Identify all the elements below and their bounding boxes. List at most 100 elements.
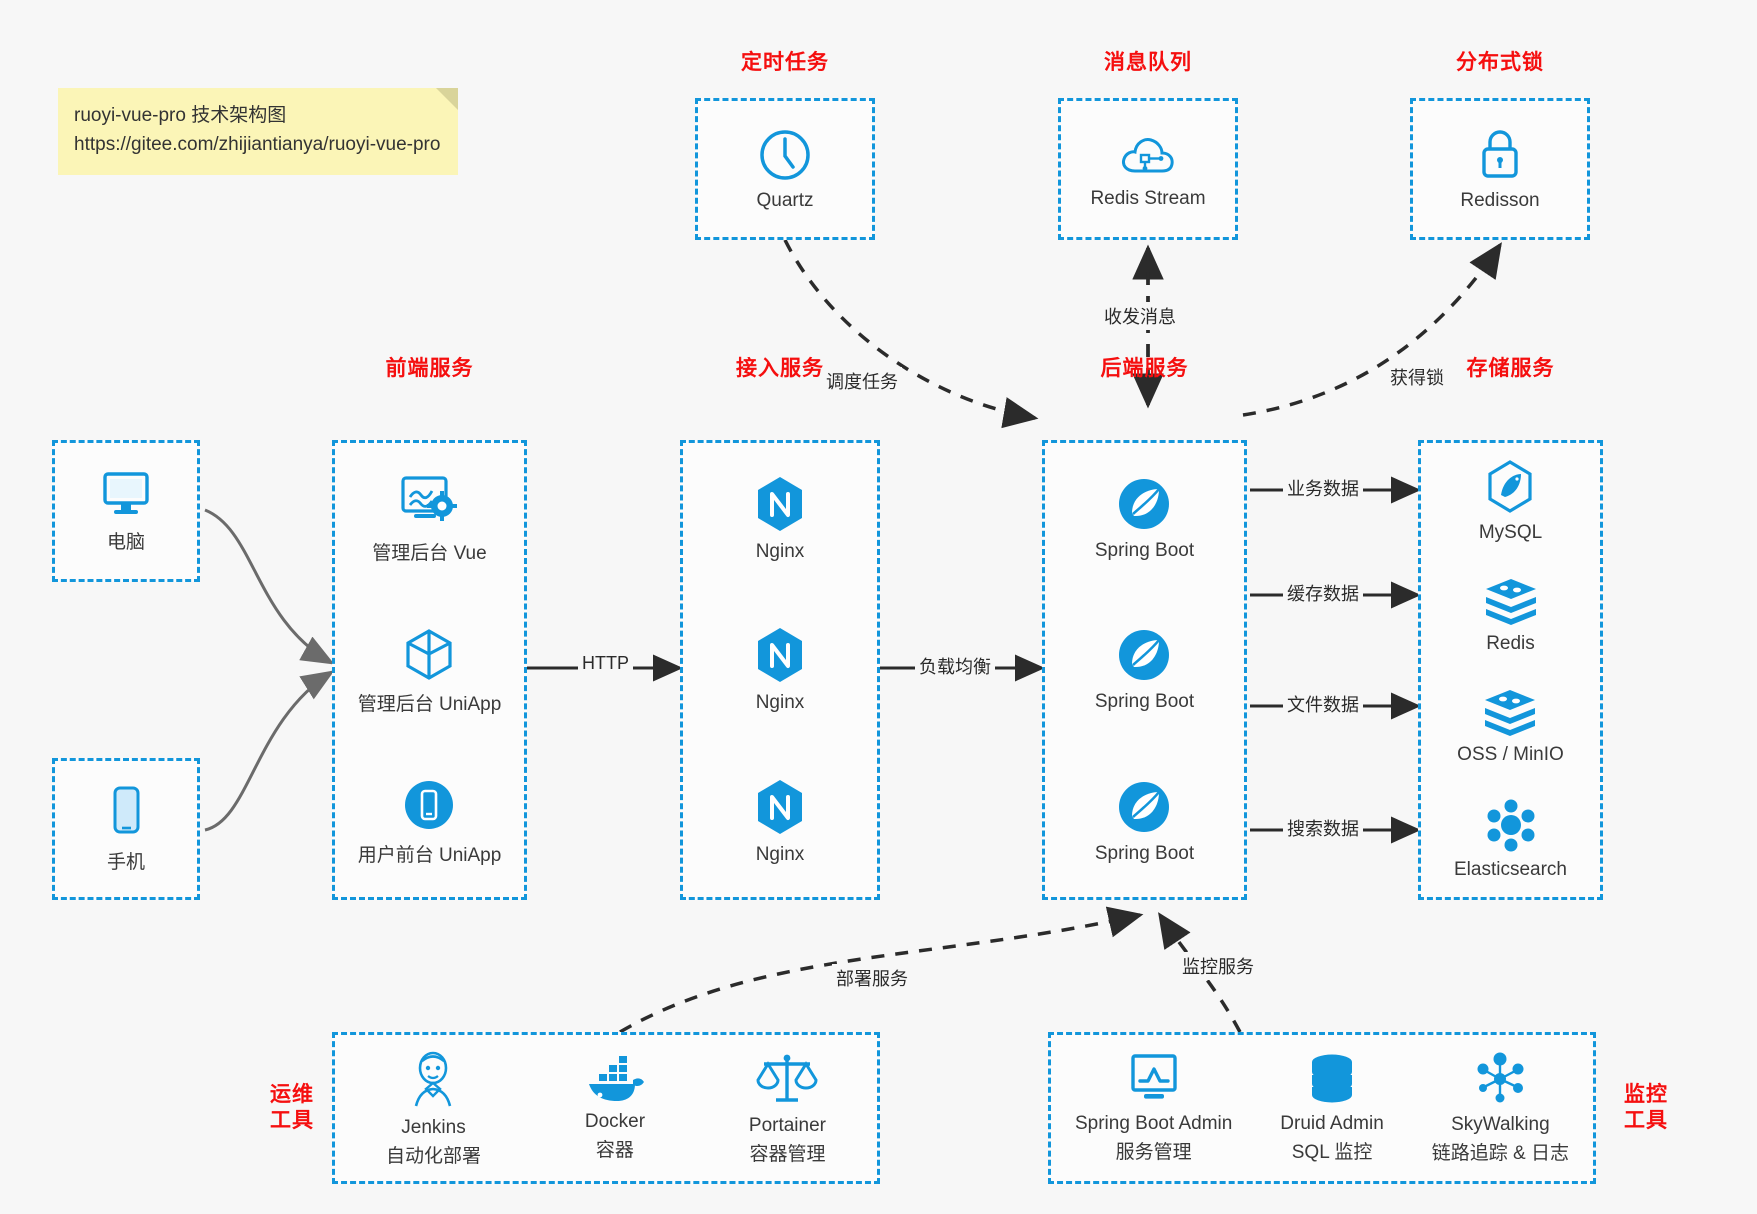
monitor-chart-icon (1125, 1052, 1183, 1106)
edge-label-acquire-lock: 获得锁 (1386, 363, 1448, 391)
section-title-mq: 消息队列 (1104, 51, 1192, 74)
node-label: Nginx (755, 541, 805, 563)
node-label: Spring Boot (1094, 540, 1195, 562)
edge-label-file-data: 文件数据 (1283, 690, 1363, 718)
node-mysql[interactable]: MySQL (1479, 459, 1542, 544)
node-elasticsearch[interactable]: Elasticsearch (1454, 798, 1567, 881)
node-spring-boot-admin[interactable]: Spring Boot Admin 服务管理 (1075, 1052, 1232, 1164)
node-spring-boot-2[interactable]: Spring Boot (1095, 626, 1194, 713)
node-label: 管理后台 Vue (372, 543, 487, 565)
node-phone[interactable]: 手机 (106, 784, 146, 874)
note-fold-corner (436, 88, 458, 110)
section-title-storage: 存储服务 (1466, 357, 1555, 380)
client-phone-box: 手机 (52, 758, 200, 900)
node-label: Nginx (755, 843, 805, 865)
cloud-stream-icon (1119, 129, 1177, 181)
nginx-icon (753, 474, 807, 534)
node-sublabel: 容器 (595, 1140, 634, 1161)
node-sublabel: 服务管理 (1115, 1142, 1192, 1163)
edge-label-load-balance: 负载均衡 (915, 652, 995, 680)
node-oss-minio[interactable]: OSS / MinIO (1457, 687, 1564, 766)
backend-services-box: Spring Boot Spring Boot Spring Boot (1042, 440, 1247, 900)
node-redisson[interactable]: Redisson (1460, 127, 1540, 212)
monitor-title-line2: 工具 (1624, 1109, 1668, 1133)
section-title-devops: 运维 工具 (258, 1082, 326, 1135)
monitor-tools-box: Spring Boot Admin 服务管理 Druid Admin SQL 监… (1048, 1032, 1596, 1184)
node-spring-boot-3[interactable]: Spring Boot (1095, 778, 1194, 865)
node-nginx-3[interactable]: Nginx (753, 777, 807, 866)
node-sublabel: SQL 监控 (1291, 1142, 1373, 1163)
node-label: OSS / MinIO (1457, 744, 1564, 765)
padlock-icon (1474, 127, 1526, 183)
node-redis-stream[interactable]: Redis Stream (1090, 129, 1206, 210)
devops-tools-box: Jenkins 自动化部署 Docker 容器 (332, 1032, 880, 1184)
mysql-dolphin-icon (1483, 459, 1537, 515)
mobile-phone-icon (106, 784, 146, 840)
redis-stack-icon (1482, 687, 1538, 737)
node-sublabel: 自动化部署 (385, 1146, 481, 1167)
edge-label-business-data: 业务数据 (1283, 474, 1363, 502)
desktop-computer-icon (97, 468, 155, 520)
section-title-frontend: 前端服务 (385, 357, 474, 380)
devops-title-line1: 运维 (270, 1083, 314, 1106)
node-label: Spring Boot Admin (1074, 1113, 1233, 1134)
node-admin-vue[interactable]: 管理后台 Vue (372, 473, 487, 565)
node-label: Nginx (755, 692, 805, 714)
node-druid-admin[interactable]: Druid Admin SQL 监控 (1280, 1052, 1384, 1164)
node-computer[interactable]: 电脑 (97, 468, 155, 554)
note-title: ruoyi-vue-pro 技术架构图 (74, 105, 287, 126)
node-portainer[interactable]: Portainer 容器管理 (749, 1050, 826, 1166)
redis-stack-icon (1483, 576, 1539, 626)
node-label: Redis (1486, 633, 1535, 654)
section-title-backend: 后端服务 (1100, 357, 1189, 380)
lock-box: Redisson (1410, 98, 1590, 240)
spring-leaf-icon (1115, 778, 1173, 836)
client-computer-box: 电脑 (52, 440, 200, 582)
edge-label-deploy-service: 部署服务 (832, 964, 912, 992)
clock-icon (757, 127, 813, 183)
note-url: https://gitee.com/zhijiantianya/ruoyi-vu… (74, 134, 441, 156)
node-redis[interactable]: Redis (1483, 576, 1539, 655)
node-spring-boot-1[interactable]: Spring Boot (1095, 475, 1194, 562)
phone-app-icon (401, 777, 457, 833)
edge-label-http: HTTP (578, 652, 633, 675)
node-label: Redis Stream (1090, 187, 1206, 209)
node-jenkins[interactable]: Jenkins 自动化部署 (386, 1048, 481, 1168)
node-label: Elasticsearch (1454, 859, 1567, 880)
node-label: 用户前台 UniApp (357, 844, 502, 866)
node-docker[interactable]: Docker 容器 (583, 1054, 647, 1162)
edge-label-search-data: 搜索数据 (1283, 814, 1363, 842)
nginx-icon (753, 777, 807, 837)
dashboard-gear-icon (397, 473, 461, 531)
node-label: Docker (584, 1111, 646, 1132)
edge-label-monitor-service: 监控服务 (1178, 952, 1258, 980)
gateway-services-box: Nginx Nginx Nginx (680, 440, 880, 900)
storage-services-box: MySQL Redis (1418, 440, 1603, 900)
node-sublabel: 容器管理 (749, 1144, 826, 1165)
spring-leaf-icon (1115, 475, 1173, 533)
node-label: Quartz (756, 189, 814, 211)
edge-label-send-receive-msg: 收发消息 (1100, 302, 1180, 330)
node-label: MySQL (1478, 522, 1543, 543)
node-label: 管理后台 UniApp (357, 693, 502, 715)
node-label: Portainer (748, 1115, 826, 1136)
node-label: Spring Boot (1094, 842, 1195, 864)
node-quartz[interactable]: Quartz (756, 127, 814, 212)
skywalking-node-icon (1471, 1051, 1529, 1107)
node-skywalking[interactable]: SkyWalking 链路追踪 & 日志 (1432, 1051, 1569, 1165)
node-admin-uniapp[interactable]: 管理后台 UniApp (357, 626, 502, 716)
section-title-lock: 分布式锁 (1456, 51, 1544, 74)
node-user-uniapp[interactable]: 用户前台 UniApp (357, 777, 502, 867)
section-title-scheduler: 定时任务 (741, 51, 829, 74)
section-title-monitor: 监控 工具 (1612, 1082, 1680, 1135)
monitor-title-line1: 监控 (1624, 1083, 1668, 1106)
spring-leaf-icon (1115, 626, 1173, 684)
node-nginx-2[interactable]: Nginx (753, 625, 807, 714)
node-label: Spring Boot (1094, 691, 1195, 713)
node-label: Jenkins (401, 1117, 466, 1138)
scales-icon (756, 1050, 818, 1108)
edge-label-cache-data: 缓存数据 (1283, 579, 1363, 607)
frontend-services-box: 管理后台 Vue 管理后台 UniApp 用户前台 UniApp (332, 440, 527, 900)
mq-box: Redis Stream (1058, 98, 1238, 240)
node-nginx-1[interactable]: Nginx (753, 474, 807, 563)
